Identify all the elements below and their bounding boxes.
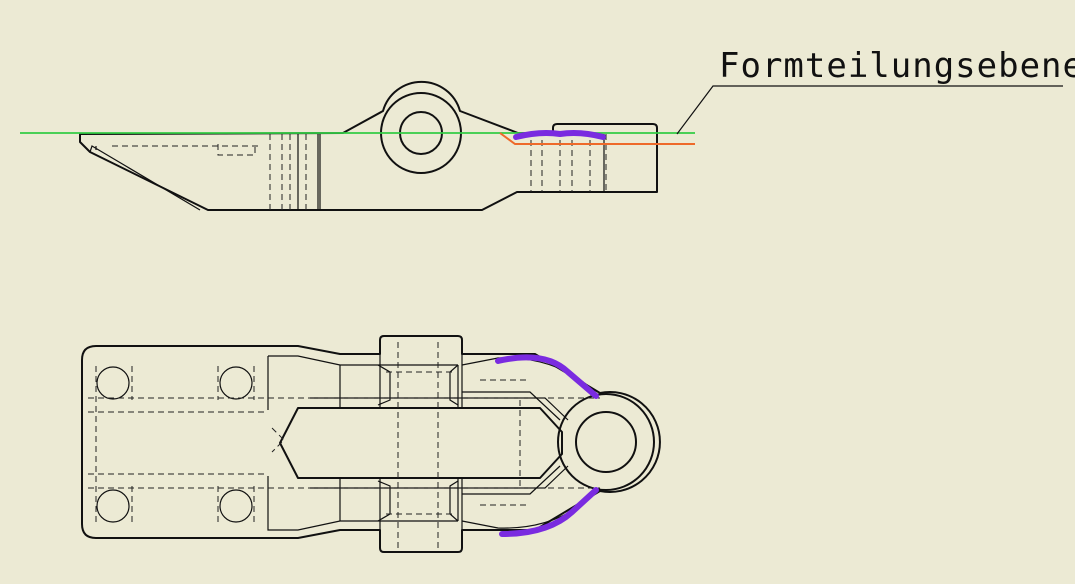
top-view-inner-rim <box>267 355 458 531</box>
top-view-highlight-upper <box>495 354 599 399</box>
top-view <box>81 335 661 553</box>
top-view-hole-3 <box>96 489 130 523</box>
top-view-hole-2 <box>219 366 253 400</box>
top-view-hidden-lines <box>88 342 600 548</box>
top-view-hole-1 <box>96 366 130 400</box>
side-view-outline <box>79 80 658 211</box>
side-view-hidden-lines <box>112 134 607 210</box>
top-view-upper-arm <box>461 357 599 421</box>
top-view-highlight-lower <box>499 487 599 537</box>
offset-line <box>499 132 695 145</box>
top-view-hole-4 <box>219 489 253 523</box>
side-view <box>79 80 658 211</box>
annotation-leader <box>676 85 1063 135</box>
side-view-ribs <box>297 134 321 210</box>
top-view-boss-slots <box>339 354 463 530</box>
top-view-lower-arm <box>461 465 599 529</box>
side-view-highlight-mark <box>513 130 606 140</box>
top-view-slot-inner <box>310 397 569 489</box>
top-view-eye-inner <box>575 411 637 473</box>
side-view-chamfer-lines <box>89 145 201 211</box>
top-view-notches <box>377 364 459 522</box>
top-view-base-plate <box>81 335 661 553</box>
top-view-eye-outer <box>557 393 655 491</box>
top-view-center-slot <box>279 407 563 479</box>
annotation-label: Formteilungsebene <box>719 46 1075 86</box>
